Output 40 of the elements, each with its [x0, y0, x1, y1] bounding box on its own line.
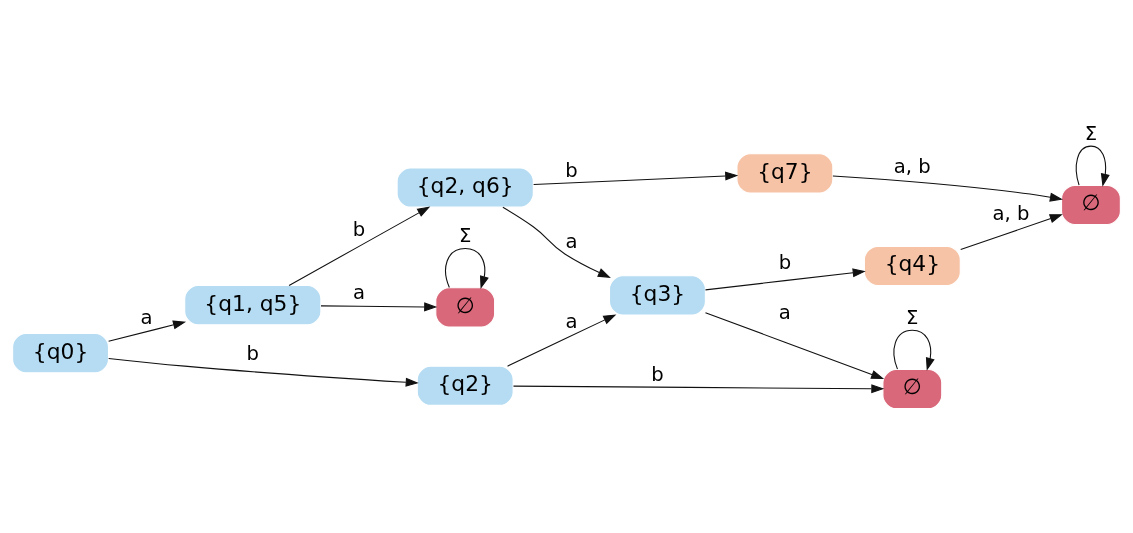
node-box: {q3} [608, 275, 706, 316]
arrow [108, 320, 187, 342]
arrow [704, 312, 885, 379]
arrow [288, 206, 431, 286]
node-box: {q7} [736, 153, 834, 194]
node-box: {q0} [12, 332, 110, 374]
node-box: ∅ [882, 368, 943, 410]
edge-label: b [778, 250, 792, 274]
edge-label: a [565, 310, 578, 334]
edge-label: a [140, 306, 153, 330]
edge-label: Σ [906, 306, 919, 330]
arrow [445, 248, 489, 290]
edge-label: a, b [893, 154, 931, 178]
arrow [1075, 145, 1110, 187]
node-box: {q2} [416, 365, 514, 406]
edge-label: a [353, 281, 366, 305]
edge-label: b [246, 342, 260, 366]
node-box: ∅ [435, 287, 496, 328]
arrow [502, 206, 611, 278]
edge-label: a, b [992, 201, 1030, 225]
edge-label: a [565, 229, 578, 253]
arrow [512, 384, 885, 394]
arrow [704, 268, 866, 291]
arrow [320, 302, 438, 312]
edge-label: Σ [459, 224, 472, 248]
arrow [507, 314, 617, 367]
node-box: {q1, q5} [184, 285, 322, 326]
edge-label: a [778, 300, 791, 324]
edge-label: b [565, 159, 578, 183]
node-box: ∅ [1061, 184, 1121, 226]
arrow [533, 171, 739, 186]
node-box: {q4} [863, 245, 961, 287]
edge-label: Σ [1084, 122, 1098, 146]
node-box: {q2, q6} [396, 167, 534, 208]
arrow [108, 357, 419, 387]
arrow [832, 175, 1063, 202]
edge-label: b [352, 217, 366, 241]
arrow [893, 329, 935, 371]
edge-label: b [651, 362, 664, 386]
arrow [960, 214, 1063, 251]
